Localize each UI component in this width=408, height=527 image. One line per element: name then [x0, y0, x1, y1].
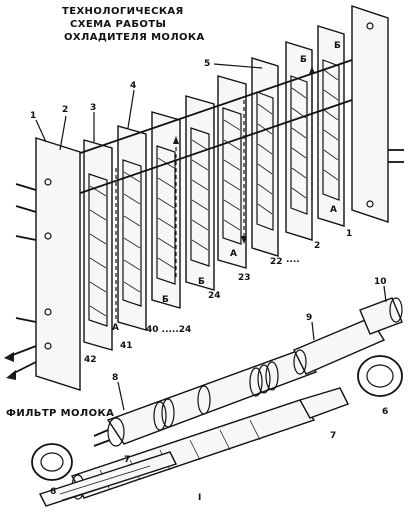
plate-22 [251, 57, 279, 257]
callout-2: 2 [62, 105, 68, 115]
title-line-3: ОХЛАДИТЕЛЯ МОЛОКА [64, 32, 205, 43]
rear-pressure-plate [351, 5, 404, 223]
callout-7-right: 7 [330, 431, 336, 441]
guide-rods [59, 59, 353, 201]
plate-dots: .... [286, 255, 300, 265]
union-nut-6-right [357, 355, 403, 397]
callout-40-24: 40 .....24 [146, 325, 191, 335]
plate-letter-A-1: А [330, 205, 337, 215]
leader-lines [35, 63, 387, 411]
plate-2-right [285, 41, 313, 241]
callout-10: 10 [374, 277, 387, 287]
callout-2-bottom: 2 [314, 241, 320, 251]
plate-letter-B-2: Б [300, 55, 307, 65]
plate-letter-A-3: А [112, 323, 119, 333]
callout-1-left: 1 [30, 111, 36, 121]
plate-23 [217, 75, 247, 269]
callout-4: 4 [130, 81, 136, 91]
plate-letter-B-4: Б [162, 295, 169, 305]
callout-numbers: 1 2 3 4 5 1 2 22 23 24 40 .....24 41 42 … [30, 59, 388, 497]
title-line-2: СХЕМА РАБОТЫ [70, 19, 166, 30]
roman-numeral: I [198, 493, 201, 503]
callout-9: 9 [306, 313, 312, 323]
callout-5: 5 [204, 59, 210, 69]
diagram-title: ТЕХНОЛОГИЧЕСКАЯ СХЕМА РАБОТЫ ОХЛАДИТЕЛЯ … [62, 6, 205, 43]
filter-rod [39, 451, 177, 507]
plate-1-right [317, 25, 345, 227]
callout-41: 41 [120, 341, 133, 351]
filter-housing-8 [93, 349, 318, 447]
plate-24 [185, 95, 215, 291]
filter-cone-9 [293, 317, 386, 375]
callout-6-right: 6 [382, 407, 388, 417]
plate-42 [83, 139, 113, 351]
plate-letter-B-1: Б [334, 41, 341, 51]
callout-24: 24 [208, 291, 221, 301]
callout-1-right: 1 [346, 229, 352, 239]
plate-letter-A-2: А [230, 249, 237, 259]
plate-letter-B-3: Б [198, 277, 205, 287]
callout-23: 23 [238, 273, 251, 283]
callout-6-left: 6 [50, 487, 56, 497]
filter-label: ФИЛЬТР МОЛОКА [6, 408, 114, 419]
callout-22: 22 [270, 257, 283, 267]
callout-3: 3 [90, 103, 96, 113]
plate-41 [117, 125, 147, 331]
callout-7-left: 7 [124, 455, 130, 465]
union-nut-6-left [31, 443, 73, 481]
filter-cap-10 [359, 297, 403, 335]
flow-arrows [115, 66, 315, 320]
plate-letters: А А А Б Б Б Б .... I [112, 41, 341, 503]
callout-8: 8 [112, 373, 118, 383]
front-pressure-plate [4, 137, 81, 391]
title-line-1: ТЕХНОЛОГИЧЕСКАЯ [62, 6, 184, 17]
plate-stack [83, 25, 345, 351]
callout-42: 42 [84, 355, 97, 365]
